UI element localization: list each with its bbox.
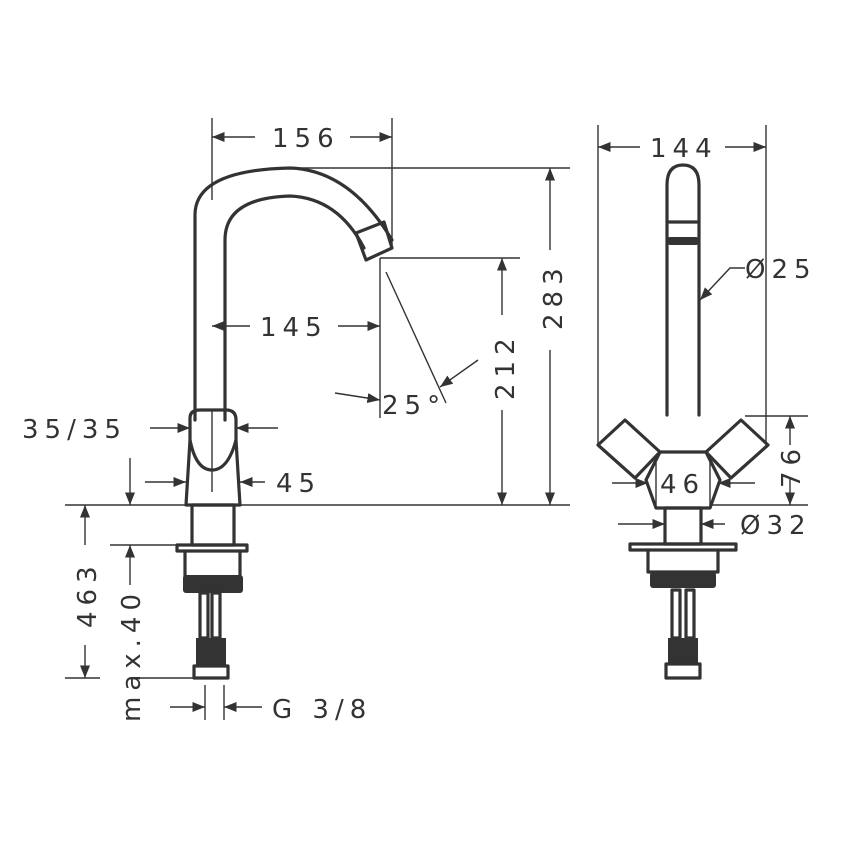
dim-45: 45 (276, 469, 321, 499)
dim-max-40: max.40 (117, 588, 147, 722)
front-spout-outline (665, 163, 701, 417)
dim-156: 156 (272, 124, 340, 154)
dim-212: 212 (491, 332, 521, 400)
dim-35-35: 35/35 (22, 415, 127, 445)
handle-outline (188, 408, 238, 472)
dim-283: 283 (539, 262, 569, 330)
dim-dia-25: Ø25 (745, 255, 817, 285)
side-view: 156 283 212 145 25° 35/35 45 (22, 118, 570, 725)
dim-76: 76 (777, 443, 807, 488)
dim-463: 463 (73, 560, 103, 628)
spout-outline (193, 166, 394, 422)
dim-145: 145 (260, 313, 328, 343)
dim-144: 144 (650, 134, 718, 164)
dim-dia-32: Ø32 (740, 511, 812, 541)
shank (175, 503, 249, 680)
dim-25-deg: 25° (382, 391, 446, 421)
front-shank (628, 506, 738, 680)
dim-g-3-8: G 3/8 (272, 695, 372, 725)
front-view: 144 Ø25 46 76 Ø32 (596, 125, 817, 680)
dim-46: 46 (660, 470, 705, 500)
